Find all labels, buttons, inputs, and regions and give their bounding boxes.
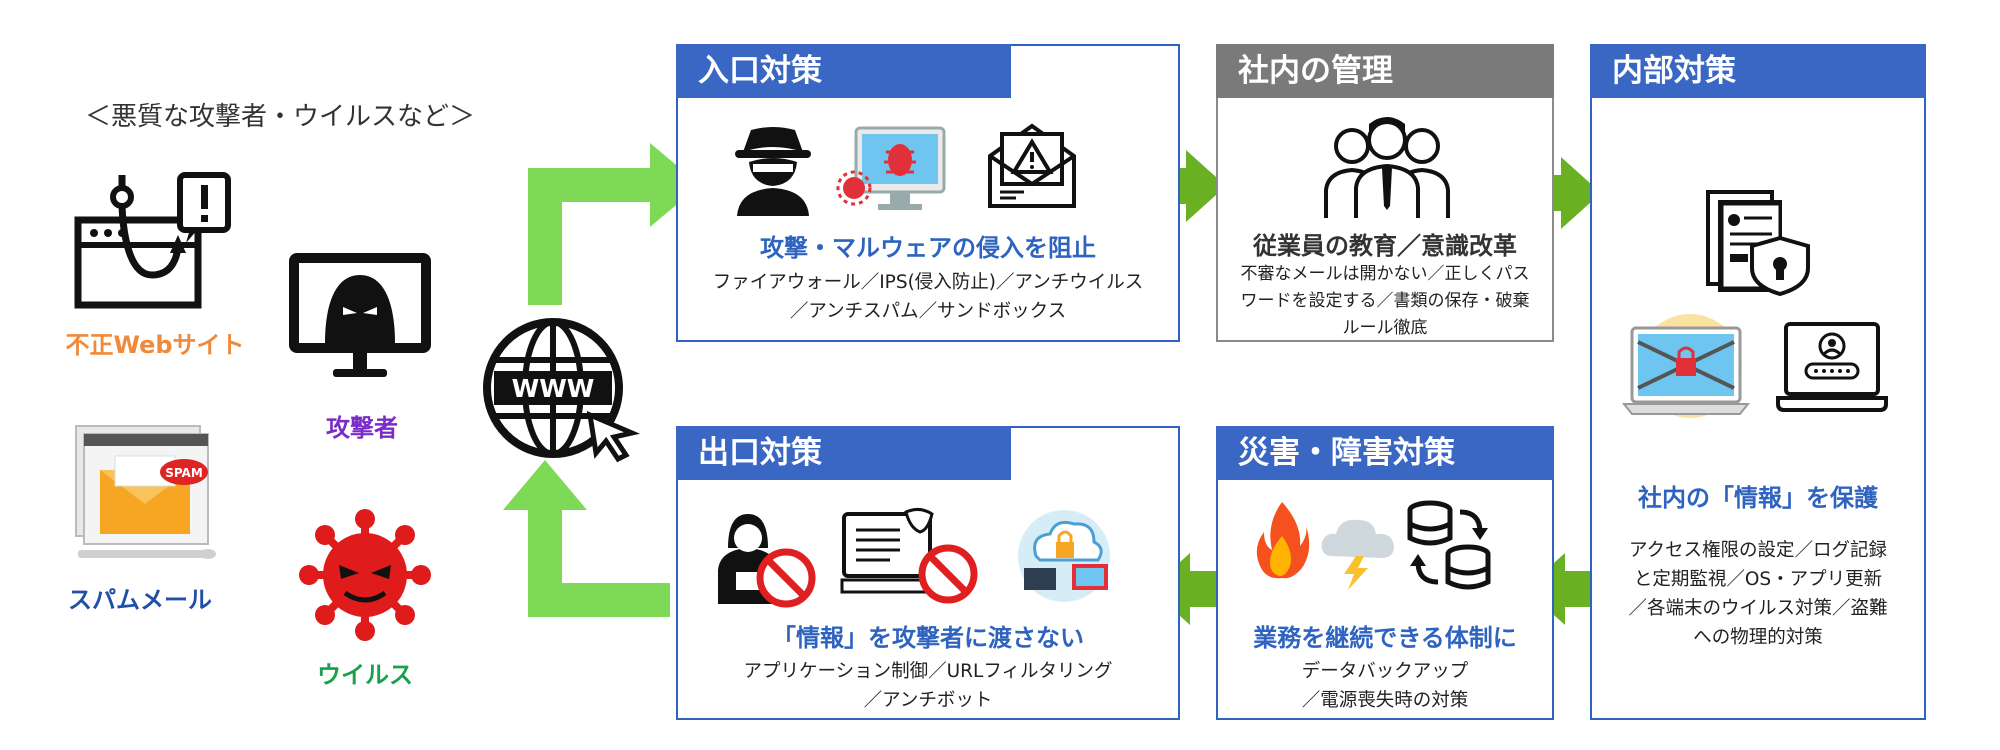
internal-desc-line: と定期監視／OS・アプリ更新 (1633, 569, 1883, 590)
management-box: 社内の管理 従業員の教育／意識改革 不審なメールは開かない／正しくパス ワードを… (1216, 44, 1554, 342)
arrow-to-management (1186, 150, 1226, 222)
exit-title: 出口対策 (676, 426, 1011, 480)
svg-text:SPAM: SPAM (165, 466, 203, 480)
internal-subtitle: 社内の「情報」を保護 (1638, 484, 1878, 512)
disaster-title: 災害・障害対策 (1216, 426, 1554, 480)
entrance-title: 入口対策 (676, 44, 1011, 98)
management-title: 社内の管理 (1216, 44, 1554, 98)
hacker-monitor-icon (285, 245, 435, 385)
exit-box: 出口対策 「情報」を攻撃者に渡さな (676, 426, 1180, 720)
threat-label-attacker: 攻撃者 (326, 414, 398, 442)
disaster-subtitle: 業務を継続できる体制に (1253, 624, 1517, 652)
exit-subtitle: 「情報」を攻撃者に渡さない (772, 624, 1084, 652)
management-desc-line: 不審なメールは開かない／正しくパス (1240, 264, 1530, 284)
disaster-desc-line: ／電源喪失時の対策 (1301, 690, 1469, 711)
blocked-hacker-icon (708, 508, 818, 608)
internal-title: 内部対策 (1590, 44, 1926, 98)
threats-header: ＜悪質な攻撃者・ウイルスなど＞ (84, 102, 475, 132)
database-sync-icon (1404, 498, 1494, 594)
cloud-lock-icon (1014, 508, 1114, 604)
exit-desc-line: ／アンチボット (863, 690, 993, 711)
entrance-desc-line: ／アンチスパム／サンドボックス (789, 301, 1067, 322)
internal-desc: アクセス権限の設定／ログ記録 と定期監視／OS・アプリ更新 ／各端末のウイルス対… (1602, 536, 1914, 652)
management-subtitle: 従業員の教育／意識改革 (1253, 232, 1517, 260)
warning-mail-icon (984, 120, 1080, 210)
arrow-to-entrance (650, 143, 700, 227)
threat-label-virus: ウイルス (317, 661, 413, 689)
entrance-subtitle: 攻撃・マルウェアの侵入を阻止 (760, 234, 1096, 262)
threat-label-spam-mail: スパムメール (68, 586, 212, 614)
exit-desc: アプリケーション制御／URLフィルタリング ／アンチボット (688, 657, 1168, 715)
disaster-box: 災害・障害対策 業務を継続できる体制に (1216, 426, 1554, 720)
infected-computer-icon (836, 124, 948, 220)
storm-cloud-icon (1318, 512, 1398, 592)
employees-icon (1322, 110, 1452, 220)
arrow-to-globe (503, 460, 587, 510)
spy-icon (733, 124, 813, 216)
exit-desc-line: アプリケーション制御／URLフィルタリング (743, 661, 1113, 682)
management-desc: 不審なメールは開かない／正しくパス ワードを設定する／書類の保存・破棄 ルール徹… (1228, 261, 1542, 342)
globe-www-icon: WWW (480, 315, 641, 465)
entrance-desc-line: ファイアウォール／IPS(侵入防止)／アンチウイルス (712, 272, 1144, 293)
phishing-site-icon (70, 165, 240, 315)
spam-mail-icon: SPAM (70, 420, 220, 570)
internal-box: 内部対策 (1590, 44, 1926, 720)
login-laptop-icon (1776, 320, 1888, 420)
arrow-to-internal (1561, 157, 1601, 229)
entrance-box: 入口対策 (676, 44, 1180, 342)
management-desc-line: ワードを設定する／書類の保存・破棄 (1240, 291, 1530, 311)
disaster-desc-line: データバックアップ (1301, 661, 1469, 682)
globe-text: WWW (512, 374, 595, 403)
internal-desc-line: への物理的対策 (1693, 627, 1823, 648)
locked-laptop-icon (1621, 314, 1752, 434)
disaster-desc: データバックアップ ／電源喪失時の対策 (1228, 657, 1542, 715)
internal-desc-line: ／各端末のウイルス対策／盗難 (1628, 598, 1888, 619)
virus-icon (295, 505, 435, 645)
threat-label-phishing-site: 不正Webサイト (65, 331, 245, 359)
blocked-computer-icon (840, 504, 980, 608)
internal-desc-line: アクセス権限の設定／ログ記録 (1628, 540, 1888, 561)
fire-icon (1252, 500, 1312, 580)
secure-document-icon (1704, 188, 1814, 298)
entrance-desc: ファイアウォール／IPS(侵入防止)／アンチウイルス ／アンチスパム／サンドボッ… (688, 268, 1168, 326)
management-desc-line: ルール徹底 (1342, 318, 1428, 338)
